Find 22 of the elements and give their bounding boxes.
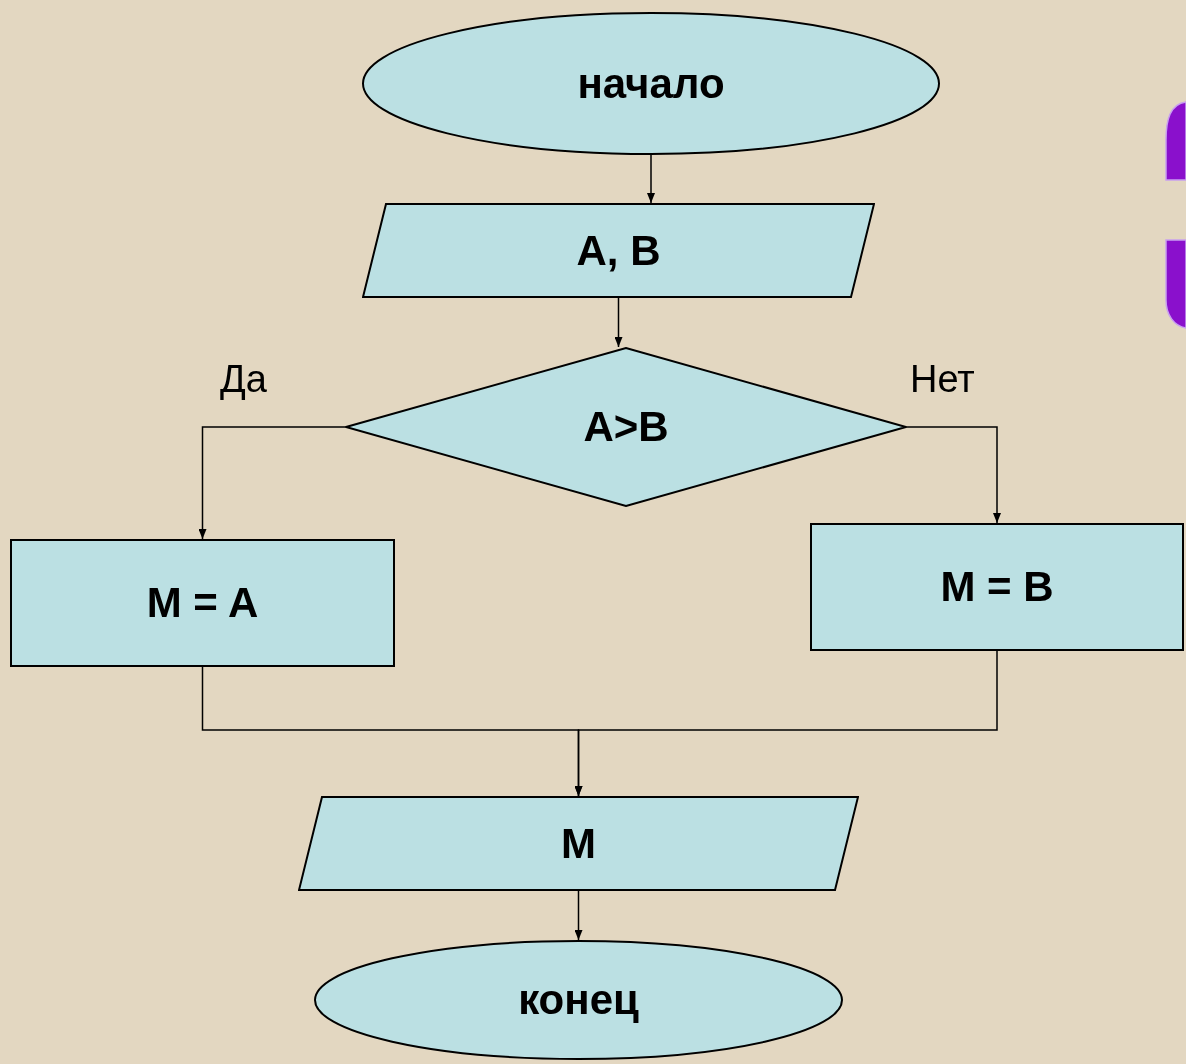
edge-label: Нет [910, 360, 975, 398]
node-text: M [561, 822, 596, 865]
arrow [906, 426, 1001, 524]
arrow [574, 650, 998, 797]
process-box [810, 523, 1184, 651]
process-box [10, 539, 395, 667]
node-text: M = A [146, 582, 259, 624]
arrow [574, 890, 583, 941]
node-text: M = B [940, 566, 1054, 608]
node-text: начало [577, 62, 725, 105]
arrow [198, 426, 346, 540]
decision-diamond [345, 347, 907, 507]
edge-label: Да [220, 360, 267, 398]
node-text: A>B [583, 406, 669, 448]
arrow [614, 297, 623, 348]
arrow [647, 154, 655, 204]
output-parallelogram [298, 796, 859, 891]
end-terminal-oval [314, 940, 843, 1060]
node-text: A, B [576, 229, 661, 272]
start-terminal-oval [362, 12, 940, 155]
input-parallelogram [362, 203, 875, 298]
node-text: конец [518, 979, 639, 1021]
